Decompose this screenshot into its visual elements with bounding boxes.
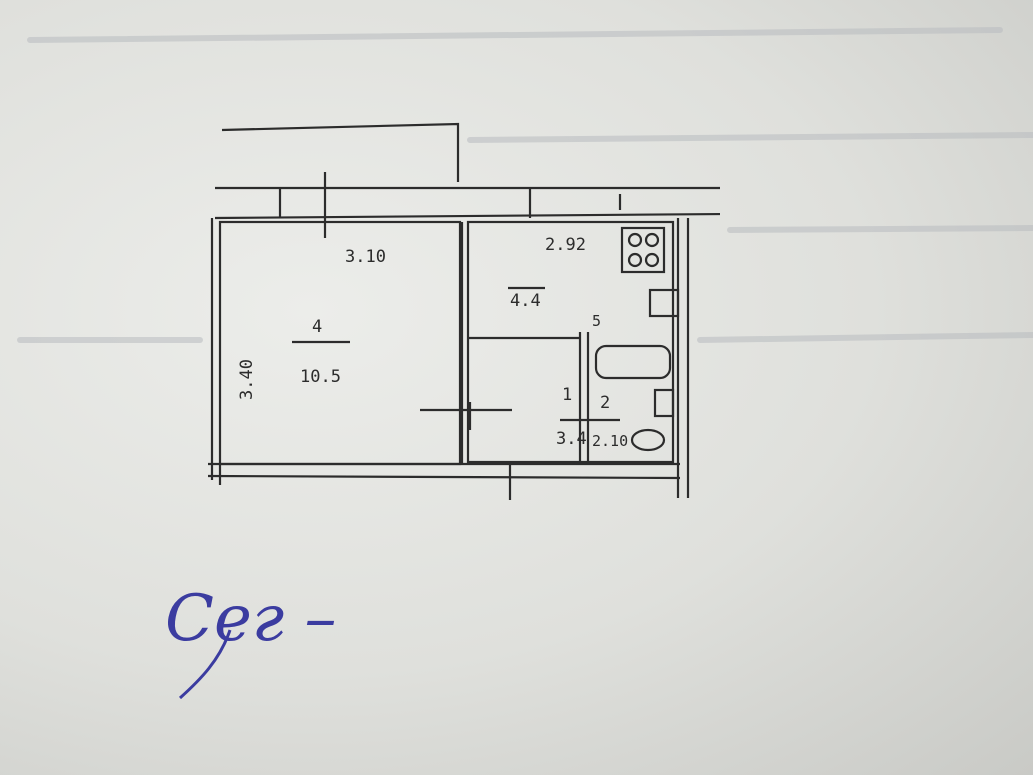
- kitchen-width: 2.92: [545, 235, 586, 255]
- corridor-area: 3.4: [556, 429, 587, 449]
- signature-flourish: [178, 629, 232, 700]
- bathroom-area: 2.10: [592, 432, 628, 450]
- kitchen-length: 5: [592, 312, 601, 330]
- handwritten-signature: Сег –: [165, 582, 337, 700]
- room-large-number: 4: [312, 317, 322, 337]
- room-large-area: 10.5: [300, 367, 341, 387]
- signature-text: Сег –: [165, 582, 337, 656]
- corridor-number: 1: [562, 385, 572, 405]
- kitchen-area: 4.4: [510, 291, 541, 311]
- floor-plan: 3.10 4 10.5 3.40 2.92 4.4 5 1 3.4 2 2.10: [207, 122, 720, 500]
- room-large-length: 3.40: [237, 359, 257, 400]
- plan-walls: [207, 122, 720, 500]
- room-large-width: 3.10: [345, 247, 386, 267]
- bathroom-number: 2: [600, 393, 610, 413]
